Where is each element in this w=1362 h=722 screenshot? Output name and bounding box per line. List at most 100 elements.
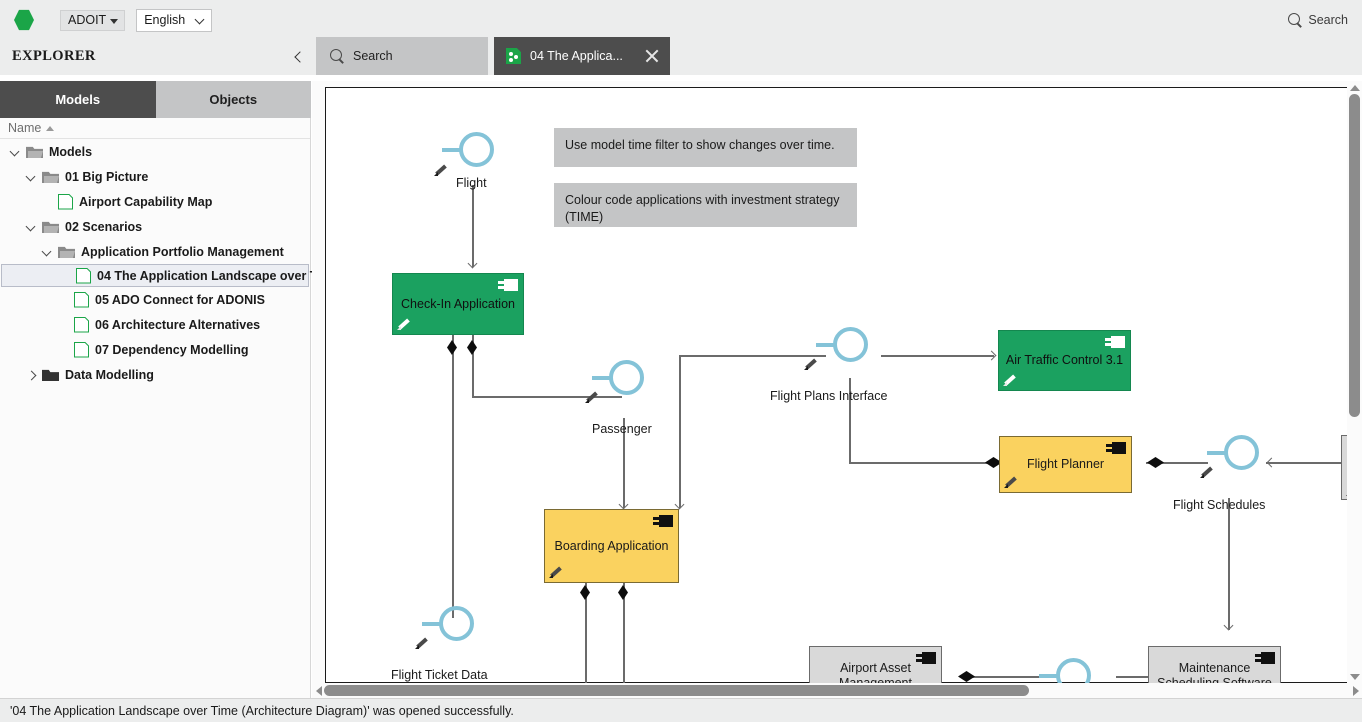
language-select[interactable]: English	[136, 8, 213, 32]
connector-line	[585, 583, 587, 684]
product-menu-button[interactable]: ADOIT	[60, 9, 126, 31]
edit-pencil-icon[interactable]	[549, 565, 563, 579]
tree-item-label: 06 Architecture Alternatives	[95, 317, 261, 332]
edit-pencil-icon[interactable]	[1004, 475, 1018, 489]
vertical-scroll-thumb[interactable]	[1349, 94, 1360, 417]
chevron-down-icon	[196, 16, 205, 25]
edit-pencil-icon[interactable]	[1200, 465, 1214, 479]
interface-label: Passenger	[592, 422, 652, 436]
connector-line	[472, 333, 474, 398]
status-message: '04 The Application Landscape over Time …	[10, 703, 514, 718]
horizontal-scroll-thumb[interactable]	[324, 685, 1029, 696]
explorer-header: EXPLORER	[0, 40, 1362, 75]
tab-model[interactable]: 04 The Applica...	[494, 37, 670, 75]
application-label: Check-In Application	[401, 296, 515, 311]
connector-line	[472, 185, 474, 267]
edit-pencil-icon[interactable]	[434, 163, 448, 177]
application-component[interactable]: Boarding Application	[544, 509, 679, 583]
connector-line	[1146, 462, 1208, 464]
chevron-down-icon[interactable]	[40, 245, 53, 258]
edit-pencil-icon[interactable]	[397, 317, 411, 331]
global-search-button[interactable]: Search	[1288, 13, 1348, 27]
tree-item-label: 05 ADO Connect for ADONIS	[95, 292, 265, 307]
global-search-label: Search	[1308, 13, 1348, 27]
connector-line	[623, 418, 625, 508]
twisty-placeholder	[40, 195, 53, 208]
tree-item-02-scenarios[interactable]: 02 Scenarios	[0, 214, 310, 239]
interface-symbol[interactable]	[1207, 435, 1259, 471]
connector-line	[623, 583, 625, 684]
tab-objects[interactable]: Objects	[155, 81, 311, 118]
edit-pencil-icon[interactable]	[585, 390, 599, 404]
application-component[interactable]: Air Traffic Control 3.1	[998, 330, 1131, 391]
model-icon	[74, 291, 89, 308]
chevron-down-icon[interactable]	[24, 170, 37, 183]
scroll-right-icon[interactable]	[1349, 684, 1362, 697]
edit-pencil-icon[interactable]	[415, 636, 429, 650]
interface-symbol[interactable]	[422, 606, 474, 642]
vertical-scrollbar[interactable]	[1347, 81, 1362, 683]
tree-item-application-portfolio-management[interactable]: Application Portfolio Management	[0, 239, 310, 264]
folder-open-icon	[58, 246, 75, 258]
architecture-diagram[interactable]: Use model time filter to show changes ov…	[325, 87, 1362, 698]
interface-label: Flight	[456, 176, 487, 190]
tree-item-01-big-picture[interactable]: 01 Big Picture	[0, 164, 310, 189]
aggregation-diamond-icon	[958, 671, 975, 682]
status-bar: '04 The Application Landscape over Time …	[0, 698, 1362, 722]
model-icon	[506, 48, 521, 64]
application-label: Air Traffic Control 3.1	[1005, 353, 1124, 367]
scroll-left-icon[interactable]	[312, 684, 325, 697]
horizontal-scrollbar[interactable]	[312, 683, 1362, 698]
chevron-down-icon	[110, 18, 119, 24]
chevron-right-icon[interactable]	[24, 368, 37, 381]
tree-item-06-architecture-alternatives[interactable]: 06 Architecture Alternatives	[0, 312, 310, 337]
diagram-canvas-viewport[interactable]: Use model time filter to show changes ov…	[312, 81, 1362, 698]
sort-ascending-icon	[46, 125, 55, 131]
tree-item-label: Models	[49, 144, 93, 159]
component-icon	[653, 515, 673, 527]
application-component[interactable]: Check-In Application	[392, 273, 524, 335]
tree-item-data-modelling[interactable]: Data Modelling	[0, 362, 310, 387]
explorer-sidebar: Models Objects Name Models 01 Big Picture…	[0, 81, 339, 698]
tree-item-models[interactable]: Models	[0, 139, 310, 164]
arrowhead-left-icon	[1266, 458, 1275, 467]
twisty-placeholder	[56, 318, 69, 331]
tree-item-airport-capability-map[interactable]: Airport Capability Map	[0, 189, 310, 214]
diagram-note[interactable]: Colour code applications with investment…	[554, 183, 857, 227]
component-icon	[916, 652, 936, 664]
aggregation-diamond-icon	[467, 340, 477, 355]
folder-open-icon	[26, 146, 43, 158]
tree-item-05-ado-connect-for-adonis[interactable]: 05 ADO Connect for ADONIS	[0, 287, 310, 312]
folder-closed-icon	[42, 369, 59, 381]
aggregation-diamond-icon	[618, 585, 628, 600]
connector-line	[962, 676, 1054, 678]
connector-line	[881, 355, 994, 357]
model-icon	[74, 316, 89, 333]
scroll-down-icon[interactable]	[1347, 670, 1362, 683]
search-icon	[330, 49, 344, 63]
application-component[interactable]: Flight Planner	[999, 436, 1132, 493]
twisty-placeholder	[56, 293, 69, 306]
interface-label: Flight Schedules	[1173, 498, 1266, 512]
interface-symbol[interactable]	[816, 327, 868, 363]
edit-pencil-icon[interactable]	[1003, 373, 1017, 387]
chevron-down-icon[interactable]	[24, 220, 37, 233]
panel-tabs: Models Objects	[0, 81, 311, 118]
tree-item-07-dependency-modelling[interactable]: 07 Dependency Modelling	[0, 337, 310, 362]
column-header-label: Name	[8, 121, 42, 135]
edit-pencil-icon[interactable]	[804, 357, 818, 371]
tab-search[interactable]: Search	[316, 37, 488, 75]
scroll-up-icon[interactable]	[1347, 81, 1362, 94]
model-icon	[76, 267, 91, 284]
interface-label: Flight Plans Interface	[770, 389, 888, 403]
chevron-left-icon[interactable]	[293, 49, 305, 65]
search-icon	[1288, 13, 1302, 27]
tab-models[interactable]: Models	[0, 81, 156, 118]
interface-symbol[interactable]	[442, 132, 494, 168]
tree-item-04-the-application-landscape-over-time[interactable]: 04 The Application Landscape over Time	[1, 264, 339, 287]
chevron-down-icon[interactable]	[8, 145, 21, 158]
diagram-note[interactable]: Use model time filter to show changes ov…	[554, 128, 857, 167]
interface-symbol[interactable]	[592, 360, 644, 396]
close-icon[interactable]	[644, 48, 660, 64]
column-header-name[interactable]: Name	[0, 118, 310, 139]
